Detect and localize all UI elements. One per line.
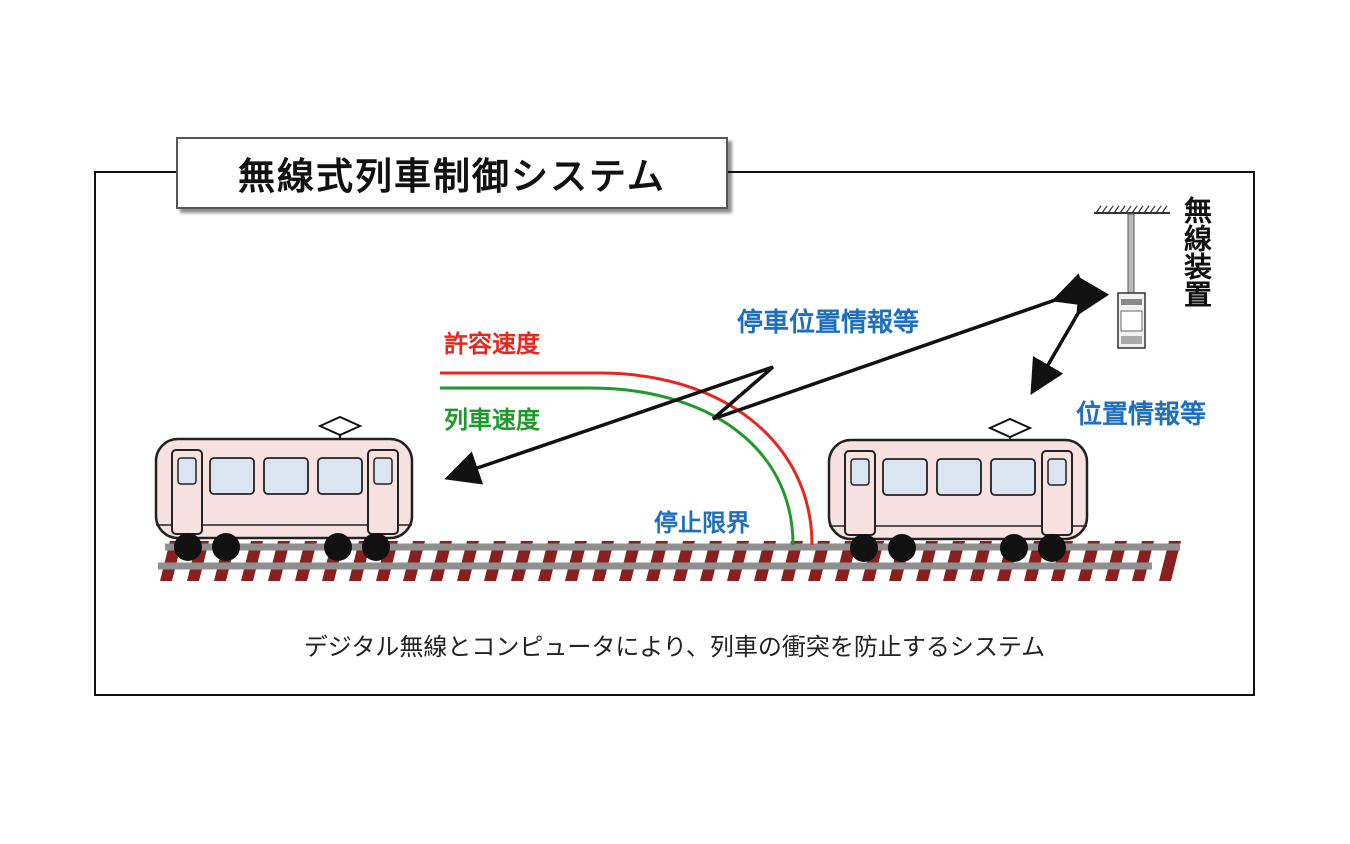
railway-tie — [754, 541, 776, 581]
railway-tie — [1105, 541, 1127, 581]
railway-tie — [862, 541, 884, 581]
railway-ties — [160, 541, 1181, 581]
railway-track — [158, 541, 1181, 581]
railway-tie — [781, 541, 803, 581]
hatch-mark — [1113, 205, 1120, 214]
railway-tie — [943, 541, 965, 581]
railway-tie — [511, 541, 533, 581]
ceiling-hatch — [1095, 205, 1168, 214]
hatch-mark — [1107, 205, 1114, 214]
door-window — [177, 457, 197, 485]
railway-tie — [808, 541, 830, 581]
railway-tie — [1159, 541, 1181, 581]
railway-tie — [241, 541, 263, 581]
door-window — [373, 457, 393, 485]
railway-tie — [484, 541, 506, 581]
railway-tie — [1078, 541, 1100, 581]
wheel — [1038, 534, 1066, 562]
hatch-mark — [1161, 205, 1168, 214]
train-speed-label: 列車速度 — [444, 406, 540, 434]
pantograph-icon — [317, 415, 363, 441]
railway-tie — [295, 541, 317, 581]
position-info-label: 位置情報等 — [1076, 400, 1207, 430]
stop-info-arrow — [444, 273, 1091, 485]
title-box: 無線式列車制御システム — [176, 137, 728, 209]
wheel — [850, 534, 878, 562]
window — [209, 457, 255, 495]
caption: デジタル無線とコンピュータにより、列車の衝突を防止するシステム — [303, 633, 1046, 661]
train-left — [154, 415, 414, 561]
railway-tie — [403, 541, 425, 581]
railway-tie — [916, 541, 938, 581]
position-info-arrow — [1030, 276, 1110, 396]
hatch-mark — [1155, 205, 1162, 214]
diagram-title: 無線式列車制御システム — [238, 155, 666, 198]
window — [936, 458, 982, 496]
wheel — [362, 533, 390, 561]
hatch-mark — [1143, 205, 1150, 214]
pantograph-icon — [987, 417, 1033, 441]
wheel — [888, 534, 916, 562]
railway-tie — [430, 541, 452, 581]
hatch-mark — [1137, 205, 1144, 214]
hatch-mark — [1095, 205, 1102, 214]
train-right — [827, 417, 1089, 562]
radio-device-icon — [1094, 205, 1170, 349]
allowed-speed-label: 許容速度 — [444, 330, 540, 358]
hatch-mark — [1125, 205, 1132, 214]
window — [990, 458, 1036, 496]
window — [317, 457, 363, 495]
railway-tie — [619, 541, 641, 581]
hatch-mark — [1119, 205, 1126, 214]
railway-tie — [727, 541, 749, 581]
allowed-speed-curve — [440, 371, 814, 546]
wheel — [1000, 534, 1028, 562]
railway-tie — [1132, 541, 1154, 581]
stop-position-info-label: 停車位置情報等 — [737, 308, 920, 338]
railway-tie — [268, 541, 290, 581]
hatch-mark — [1131, 205, 1138, 214]
railway-tie — [1051, 541, 1073, 581]
railway-tie — [376, 541, 398, 581]
wheel — [174, 533, 202, 561]
window — [882, 458, 928, 496]
railway-tie — [646, 541, 668, 581]
railway-tie — [673, 541, 695, 581]
railway-tie — [565, 541, 587, 581]
railway-tie — [538, 541, 560, 581]
door-window — [1047, 458, 1067, 486]
wheel — [212, 533, 240, 561]
window — [263, 457, 309, 495]
door-window — [850, 458, 870, 486]
hatch-mark — [1149, 205, 1156, 214]
railway-tie — [970, 541, 992, 581]
radio-device-label: 無線装置 — [1180, 196, 1213, 308]
stop-limit-label: 停止限界 — [654, 509, 750, 537]
railway-tie — [457, 541, 479, 581]
railway-tie — [700, 541, 722, 581]
railway-tie — [187, 541, 209, 581]
railway-tie — [592, 541, 614, 581]
hatch-mark — [1101, 205, 1108, 214]
wheel — [324, 533, 352, 561]
